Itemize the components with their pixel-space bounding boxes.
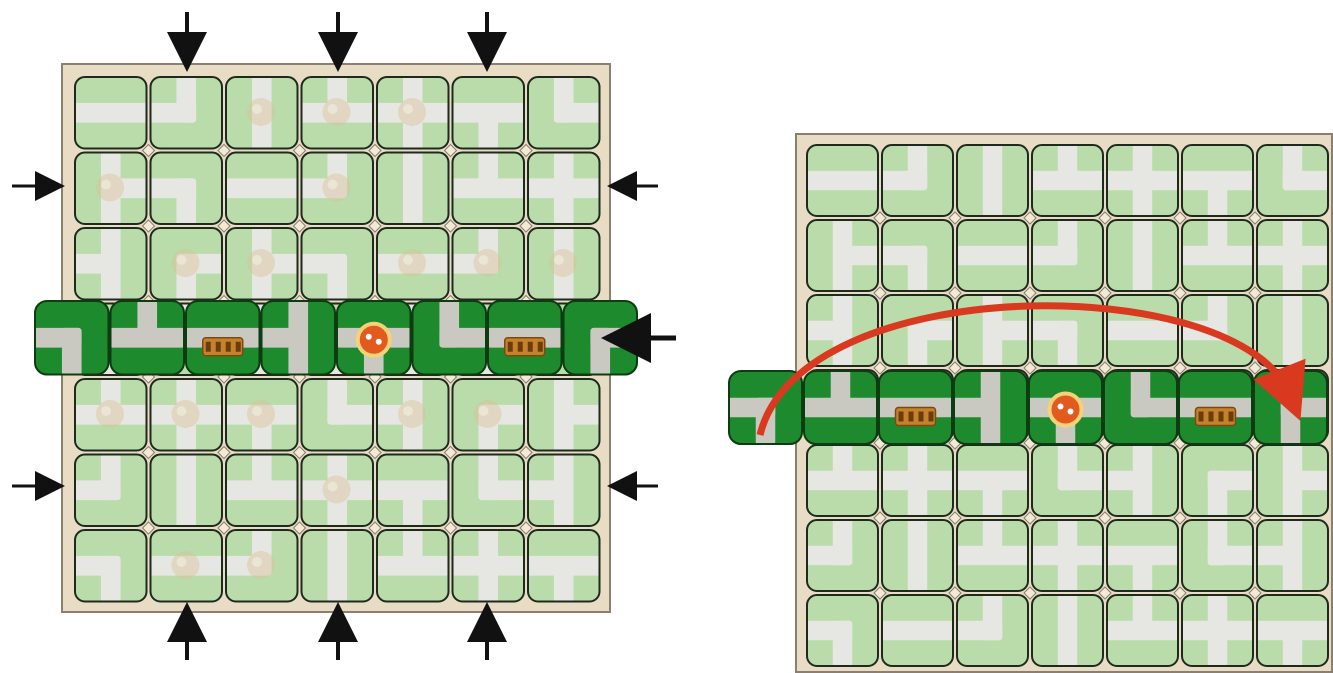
active-left-tile-1[interactable] <box>34 301 109 376</box>
active-right-tile-2[interactable] <box>803 370 878 444</box>
active-right-tile-4[interactable] <box>953 370 1027 445</box>
active-left-tile-6[interactable] <box>413 300 488 375</box>
active-left-tile-2[interactable] <box>110 300 186 375</box>
active-row-right <box>728 370 1328 445</box>
pasta-icon <box>1196 408 1236 426</box>
colosseum-icon <box>203 338 243 356</box>
active-left-tile-4[interactable] <box>261 300 336 376</box>
active-row-left <box>34 300 638 376</box>
pizza-icon <box>358 324 390 356</box>
active-right-tile-6[interactable] <box>1104 370 1178 444</box>
colosseum-icon <box>896 408 936 426</box>
pasta-icon <box>505 338 545 356</box>
active-right-tile-8[interactable] <box>1254 371 1328 445</box>
pizza-icon <box>1050 394 1082 426</box>
